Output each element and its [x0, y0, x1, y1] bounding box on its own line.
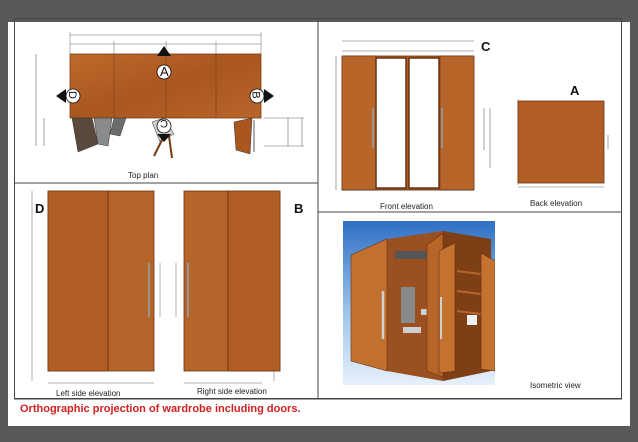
top-plan-caption: Top plan — [128, 171, 159, 180]
back-elevation-marker: A — [570, 83, 580, 98]
isometric-caption: Isometric view — [530, 381, 581, 390]
top-plan-marker-c: C — [160, 117, 168, 129]
left-side-elevation-drawing — [31, 190, 161, 384]
right-side-elevation-drawing — [175, 190, 281, 384]
left-side-caption: Left side elevation — [56, 389, 121, 398]
front-elevation-drawing — [335, 40, 491, 191]
top-plan-marker-a: A — [160, 64, 169, 79]
bottom-frame-bar — [0, 426, 638, 442]
top-plan-drawing — [35, 32, 304, 159]
right-side-caption: Right side elevation — [197, 387, 267, 396]
front-elevation-marker: C — [481, 39, 491, 54]
isometric-render — [343, 221, 495, 385]
front-elevation-caption: Front elevation — [380, 202, 433, 211]
back-elevation-caption: Back elevation — [530, 199, 583, 208]
left-side-marker: D — [35, 201, 45, 216]
top-plan-marker-b: B — [249, 91, 262, 99]
right-side-marker: B — [294, 201, 304, 216]
left-frame-bar — [0, 0, 8, 442]
figure-caption: Orthographic projection of wardrobe incl… — [20, 403, 301, 415]
right-frame-bar — [630, 0, 638, 442]
top-plan-marker-d: D — [65, 91, 78, 99]
top-frame-bar — [0, 0, 638, 22]
back-elevation-drawing — [517, 99, 609, 188]
